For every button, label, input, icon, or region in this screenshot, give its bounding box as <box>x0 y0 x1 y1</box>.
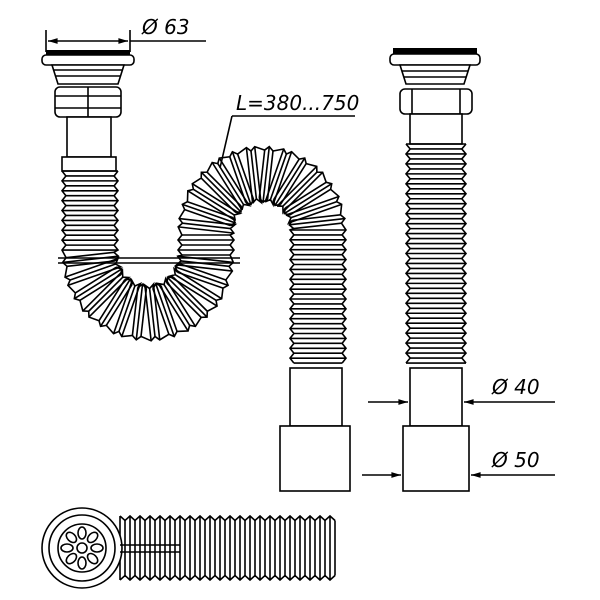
hose-rib <box>144 285 152 341</box>
cap-body <box>50 64 126 85</box>
hose-rib <box>200 171 242 213</box>
hose-rib <box>285 195 340 216</box>
hose-rib <box>64 257 119 278</box>
grate-hole <box>77 556 87 570</box>
top-corrugated-hose <box>119 514 336 582</box>
hose-rib <box>174 266 229 287</box>
hose-rib <box>152 288 170 335</box>
hose-rib <box>292 214 341 222</box>
hose-rib <box>200 177 236 213</box>
outlet-pipe-40 <box>289 367 343 427</box>
dimension-length: L=380...750 <box>219 91 359 169</box>
top-view <box>41 507 336 589</box>
hose-rib <box>250 150 258 199</box>
dimension-diameter-50: Ø 50 <box>362 448 555 478</box>
hose-rib <box>293 222 342 230</box>
drain-grate <box>60 526 104 570</box>
hose-rib <box>182 222 231 230</box>
hose-rib <box>182 203 236 224</box>
side-outlet-50 <box>402 425 470 492</box>
cap-top <box>46 50 130 55</box>
hose-rib <box>264 148 285 203</box>
hose-rib <box>163 284 191 326</box>
hose-rib <box>69 263 116 281</box>
hose-rib <box>169 275 218 307</box>
length-label: L=380...750 <box>236 91 359 115</box>
diameter-50-label: Ø 50 <box>491 448 540 472</box>
dimension-diameter-40: Ø 40 <box>368 375 555 405</box>
hose-rib <box>228 156 247 203</box>
tail-pipe <box>66 116 112 158</box>
hose-rib <box>154 283 175 337</box>
cap-rim <box>41 54 135 66</box>
grate-hole <box>86 552 99 565</box>
hose-rib <box>166 282 202 318</box>
hose-rib <box>131 287 139 336</box>
hose-rib <box>135 284 144 340</box>
hose-rib <box>118 285 136 332</box>
grate-hole <box>90 543 104 553</box>
hose-rib <box>184 208 231 227</box>
hose-rib <box>187 190 236 222</box>
side-outlet-40 <box>409 367 463 427</box>
grate-center <box>76 542 88 554</box>
grate-hole <box>65 552 78 565</box>
front-view: Ø 63 L=380...750 <box>41 15 359 492</box>
hose-rib <box>276 165 318 207</box>
grate-hole <box>65 531 78 544</box>
hose-rib <box>88 276 124 312</box>
hose-rib <box>157 283 189 332</box>
hose-rib <box>65 251 115 259</box>
hose-rib <box>211 162 243 211</box>
hose-rib <box>177 271 224 289</box>
pipe-band <box>61 156 117 172</box>
drain-rim <box>41 507 123 589</box>
hose-rib <box>283 183 333 215</box>
hose-rib <box>82 270 124 312</box>
corrugated-hose <box>60 145 348 364</box>
hose-rib <box>176 263 233 272</box>
hose-rib <box>166 276 208 318</box>
hose-rib <box>269 153 288 200</box>
outlet-pipe-50 <box>279 425 351 492</box>
side-view: Ø 40 Ø 50 <box>362 48 555 492</box>
diameter-40-label: Ø 40 <box>491 375 540 399</box>
hose-rib <box>74 266 117 294</box>
grate-hole <box>86 531 99 544</box>
hose-rib <box>98 279 126 322</box>
hose-rib <box>99 278 132 327</box>
hose-rib <box>73 268 123 300</box>
hose-rib <box>231 151 252 205</box>
hose-rib <box>112 280 133 334</box>
side-corrugated-hose <box>404 143 468 364</box>
hose-rib <box>217 163 245 205</box>
hose-rib <box>274 157 306 206</box>
hose-rib <box>148 288 156 337</box>
diameter-63-label: Ø 63 <box>141 15 190 39</box>
hose-rib <box>272 158 300 201</box>
hose-rib <box>258 149 266 199</box>
hose-rib <box>245 147 254 204</box>
hose-rib <box>174 274 217 301</box>
hose-rib <box>282 171 318 207</box>
hose-rib <box>192 188 235 216</box>
grate-hole <box>60 543 74 553</box>
hose-rib <box>262 146 271 203</box>
side-nut <box>399 88 473 115</box>
grate-hole <box>77 526 87 540</box>
hose-rib <box>289 217 345 226</box>
hose-rib <box>284 181 327 209</box>
hose-rib <box>178 226 234 234</box>
hose-rib <box>290 200 337 219</box>
dimension-diameter-63: Ø 63 <box>45 15 206 52</box>
